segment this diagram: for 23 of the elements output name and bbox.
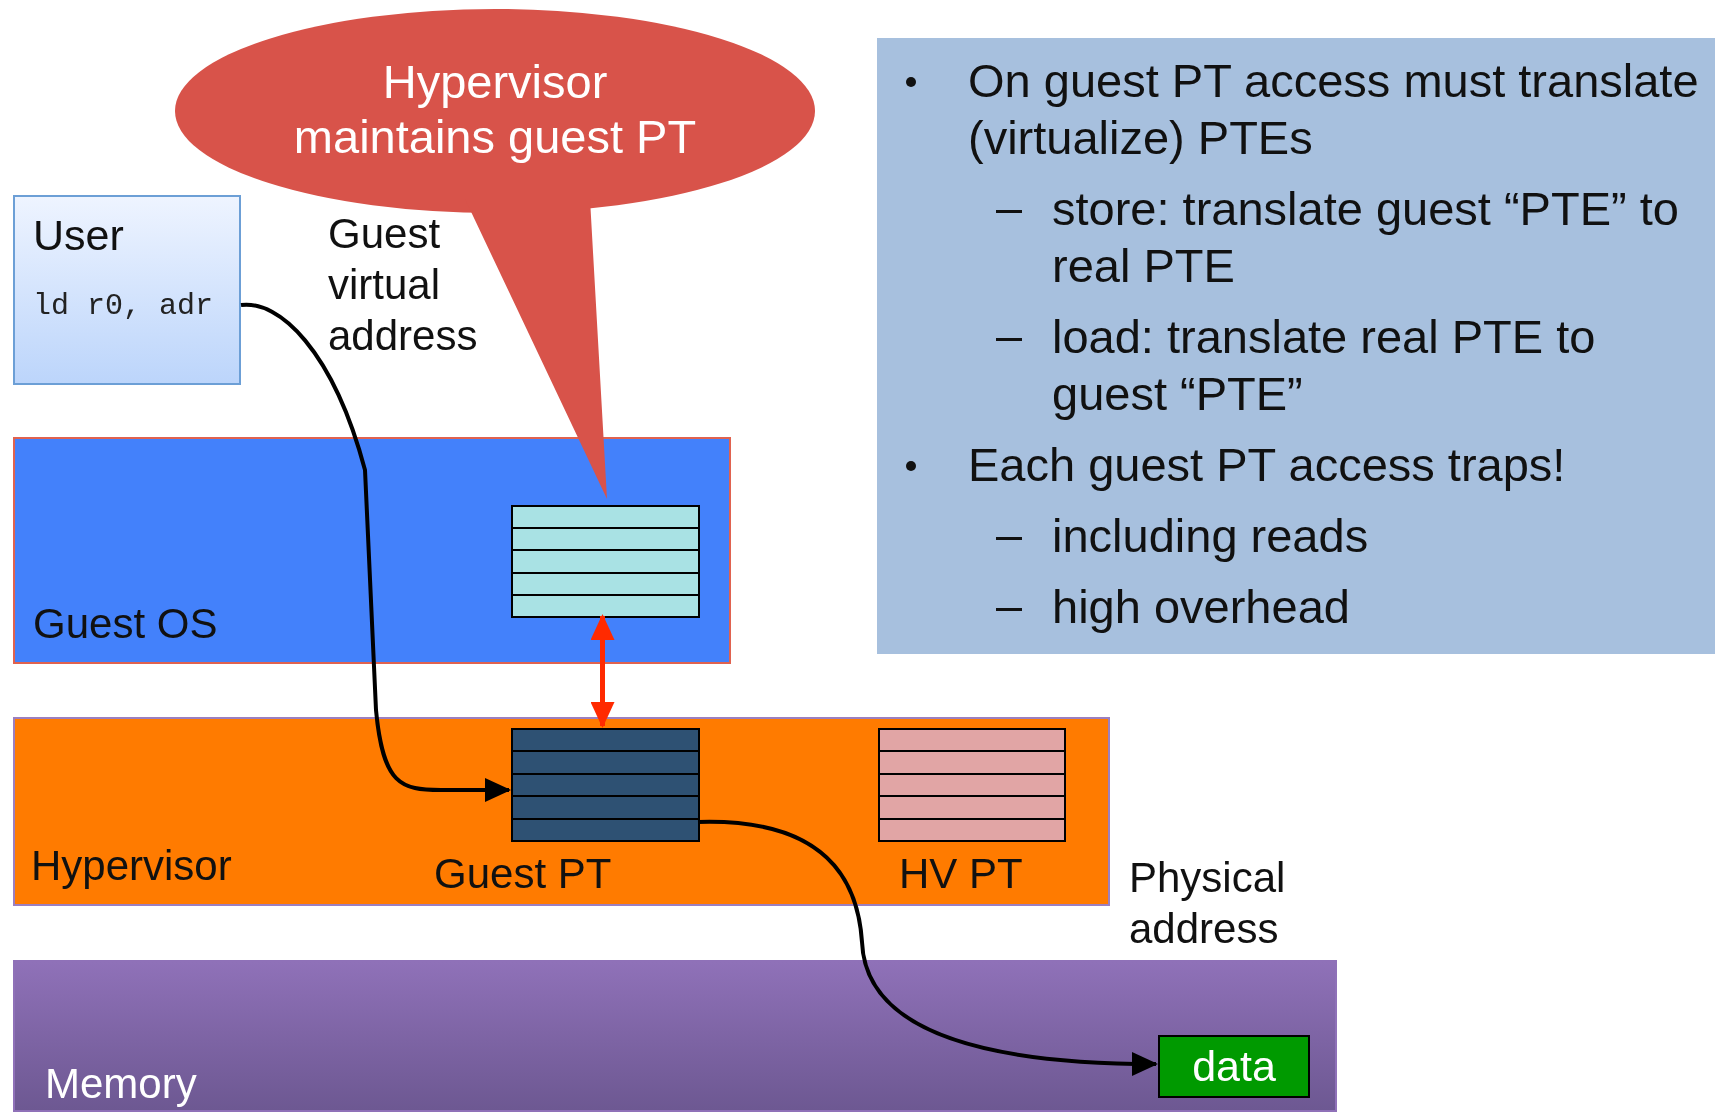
code-text: ld r0, adr (33, 289, 214, 323)
bullet-text: high overhead (1052, 579, 1351, 635)
arrow-label: Guest virtual address (328, 209, 479, 361)
layer-label: Memory (45, 1060, 197, 1108)
table-label: Guest PT (434, 850, 612, 898)
layer-band (13, 960, 1337, 1112)
layer-band (13, 437, 731, 664)
layer-label: Guest OS (33, 600, 218, 648)
data-box: data (1158, 1035, 1310, 1098)
table-label: HV PT (899, 850, 1023, 898)
box-title: User (33, 211, 124, 260)
arrow (240, 302, 511, 802)
arrow-label: Physical address (1129, 853, 1287, 954)
layer-band (13, 717, 1110, 906)
user-box (13, 195, 241, 385)
arrow (590, 614, 615, 728)
bullet-panel (877, 38, 1715, 654)
bullet-text: including reads (1052, 508, 1370, 564)
arrow (697, 820, 1158, 1076)
bullet-text: Each guest PT access traps! (968, 437, 1567, 493)
layer-label: Hypervisor (31, 842, 232, 890)
bullet-text: load: translate real PTE to guest “PTE” (1052, 309, 1597, 422)
bubble-text: Hypervisor maintains guest PT (292, 54, 698, 164)
